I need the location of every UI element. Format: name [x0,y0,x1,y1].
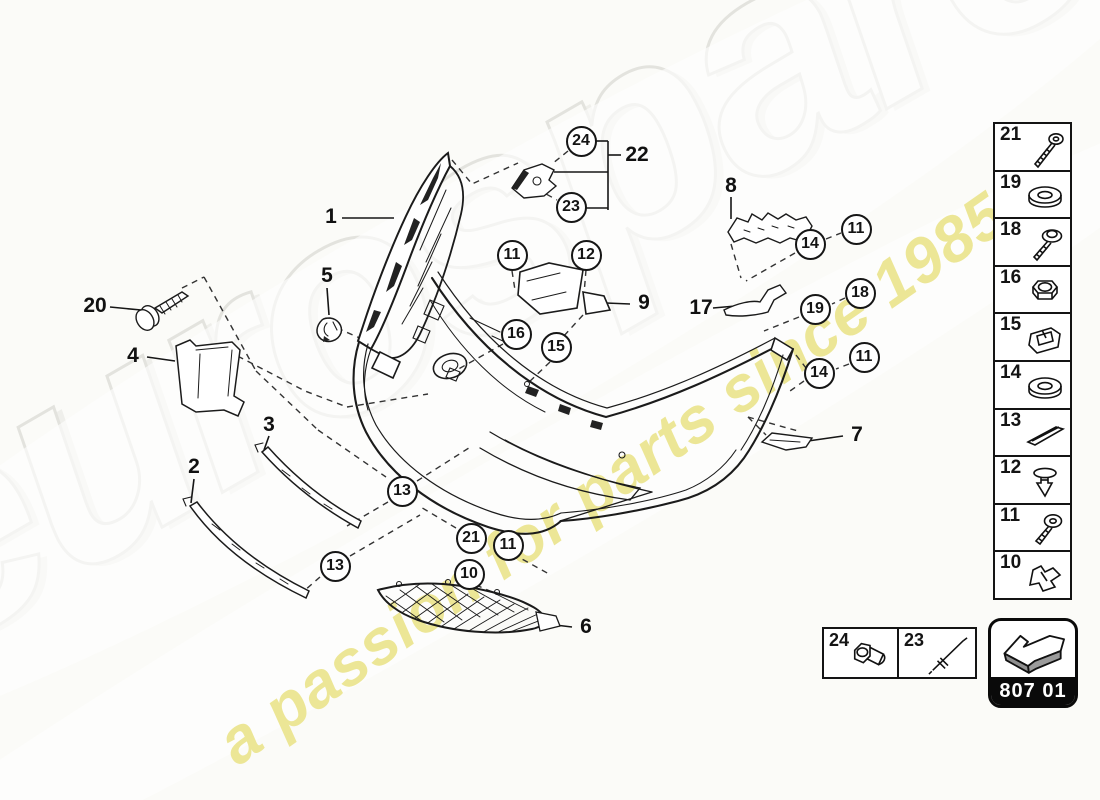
part-callout-18[interactable]: 18 [844,277,876,309]
part-callout-12[interactable]: 12 [570,239,602,271]
part-callout-24[interactable]: 24 [565,125,597,157]
part-callout-16[interactable]: 16 [500,318,532,350]
part-callout-11[interactable]: 11 [496,239,528,271]
sidebar-part-18[interactable]: 18 [995,219,1070,267]
pan-screw-icon [1020,510,1070,550]
part-label-7: 7 [851,423,863,446]
sidebar-part-number: 14 [1000,361,1022,383]
part-label-1: 1 [325,205,337,228]
sidebar-part-number: 10 [1000,552,1022,574]
bottom-part-23[interactable]: 23 [897,627,977,679]
push-rivet-icon [1020,463,1070,503]
screw-washer-icon [1020,225,1070,265]
sidebar-part-number: 18 [1000,219,1022,241]
part-label-17: 17 [689,296,713,319]
part-callout-13[interactable]: 13 [386,475,418,507]
leader-lines [109,140,844,628]
sidebar-part-number: 16 [1000,266,1022,288]
sidebar-part-number: 15 [1000,314,1022,336]
trim-strip-icon [1020,415,1070,455]
sidebar-part-number: 12 [1000,457,1022,479]
sidebar-part-11[interactable]: 11 [995,504,1070,553]
part-drawings [135,151,814,634]
hardware-parts-sidebar: 21 19 18 16 15 14 13 12 11 10 [993,122,1072,600]
part-callout-10[interactable]: 10 [453,558,485,590]
part-label-22: 22 [625,143,649,166]
part-label-4: 4 [127,344,139,367]
assembly-dashed-lines [181,150,850,595]
part-callout-19[interactable]: 19 [799,293,831,325]
part-callout-11[interactable]: 11 [848,341,880,373]
part-callout-21[interactable]: 21 [455,522,487,554]
cage-clip-icon [1020,320,1070,360]
part-callout-15[interactable]: 15 [540,331,572,363]
sidebar-part-number: 13 [1000,409,1022,431]
part-label-2: 2 [188,455,200,478]
sidebar-part-12[interactable]: 12 [995,457,1070,505]
sidebar-part-16[interactable]: 16 [995,266,1070,315]
part-callout-23[interactable]: 23 [555,191,587,223]
part-callout-13[interactable]: 13 [319,550,351,582]
hex-nut-icon [1020,272,1070,312]
bottom-part-24[interactable]: 24 [822,627,899,679]
part-label-8: 8 [725,174,737,197]
diagram-code-badge[interactable]: 807 01 [988,618,1078,708]
sidebar-part-21[interactable]: 21 [995,124,1070,172]
fold-clip-icon [1020,558,1070,598]
part-label-9: 9 [638,291,650,314]
part-label-5: 5 [321,264,333,287]
sidebar-part-number: 21 [1000,124,1022,145]
sidebar-part-number: 19 [1000,171,1022,193]
diagram-code: 807 01 [999,679,1067,702]
sidebar-part-19[interactable]: 19 [995,171,1070,220]
sidebar-part-15[interactable]: 15 [995,314,1070,362]
sidebar-part-10[interactable]: 10 [995,552,1070,598]
arrow-3d-icon [994,625,1072,677]
sidebar-part-13[interactable]: 13 [995,409,1070,458]
sidebar-part-number: 11 [1000,504,1021,526]
sidebar-part-14[interactable]: 14 [995,361,1070,410]
rivet-pin-icon [922,635,974,677]
rivet-nut-icon [844,635,896,677]
part-label-3: 3 [263,413,275,436]
part-label-20: 20 [83,294,107,317]
part-label-6: 6 [580,615,592,638]
bottom-part-number: 23 [904,630,925,650]
bottom-part-number: 24 [829,630,850,650]
washer-icon [1020,368,1070,408]
part-callout-14[interactable]: 14 [794,228,826,260]
part-callout-11[interactable]: 11 [840,213,872,245]
part-callout-11[interactable]: 11 [492,529,524,561]
part-callout-14[interactable]: 14 [803,357,835,389]
washer-icon [1020,177,1070,217]
long-bolt-icon [1020,130,1070,170]
diagram-code-band: 807 01 [991,677,1075,705]
